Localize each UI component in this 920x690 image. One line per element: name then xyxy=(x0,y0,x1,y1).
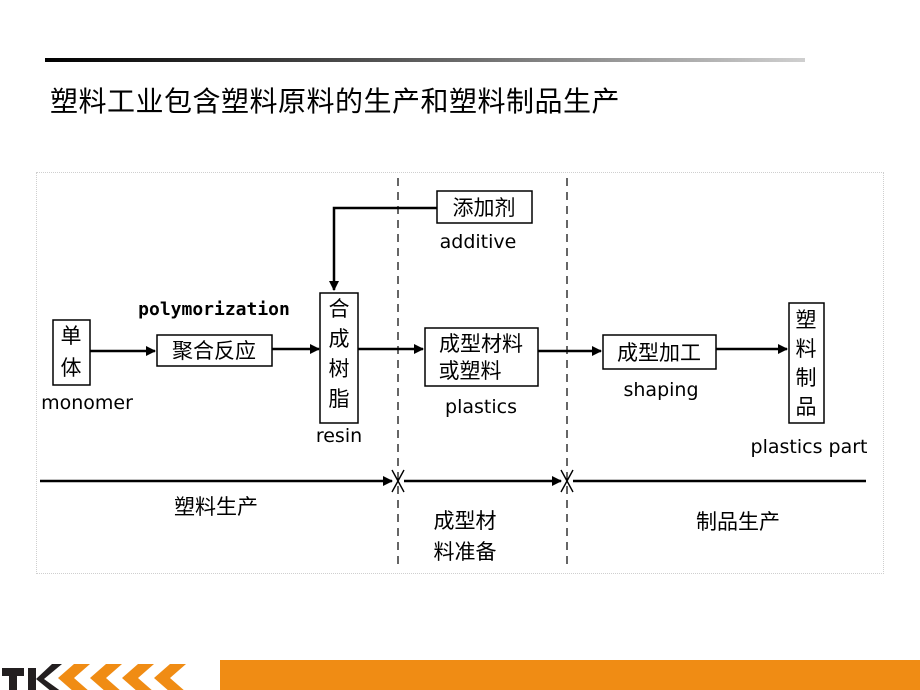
resin-box xyxy=(319,292,359,424)
plastics-part-box xyxy=(788,302,825,424)
resin-label-2: 成 xyxy=(329,327,350,351)
plastics-box xyxy=(424,327,539,387)
slide-title: 塑料工业包含塑料原料的生产和塑料制品生产 xyxy=(50,85,621,118)
plastics-label-2: 或塑料 xyxy=(439,359,502,383)
footer-logo xyxy=(0,660,220,690)
part-label-2: 料 xyxy=(796,337,817,361)
polymerization-label: 聚合反应 xyxy=(172,339,256,363)
resin-label-1: 合 xyxy=(329,297,350,321)
monomer-en: monomer xyxy=(41,392,133,414)
monomer-label-1: 单 xyxy=(61,324,82,348)
additive-en: additive xyxy=(440,231,517,253)
diagram-frame xyxy=(36,172,884,574)
plastics-part-en: plastics part xyxy=(751,436,868,458)
shaping-box xyxy=(602,334,717,370)
resin-label-4: 脂 xyxy=(329,387,350,411)
part-label-1: 塑 xyxy=(796,308,817,332)
additive-box xyxy=(436,190,533,224)
stage-label-plastics-production: 塑料生产 xyxy=(174,495,258,519)
stage-mark-1 xyxy=(391,469,405,493)
logo-mark xyxy=(2,664,62,690)
stage-label-product-production: 制品生产 xyxy=(696,510,780,534)
shaping-label: 成型加工 xyxy=(617,341,701,365)
polymerization-box xyxy=(156,334,273,367)
monomer-label-2: 体 xyxy=(61,356,82,380)
plastics-en: plastics xyxy=(445,396,517,418)
resin-label-3: 树 xyxy=(329,357,350,381)
monomer-box xyxy=(52,319,91,386)
part-label-3: 制 xyxy=(796,366,817,390)
polymerization-en: polymorization xyxy=(138,299,290,320)
resin-en: resin xyxy=(316,425,362,447)
plastics-label-1: 成型材料 xyxy=(439,332,523,356)
stage-mark-2 xyxy=(560,469,574,493)
stage-label-material-prep-1: 成型材 xyxy=(434,509,497,533)
arrow-additive-to-resin xyxy=(329,206,437,291)
shaping-en: shaping xyxy=(623,379,698,401)
stage-label-material-prep-2: 料准备 xyxy=(434,540,497,564)
additive-label: 添加剂 xyxy=(453,196,516,220)
title-rule xyxy=(45,58,805,62)
part-label-4: 品 xyxy=(796,395,817,419)
